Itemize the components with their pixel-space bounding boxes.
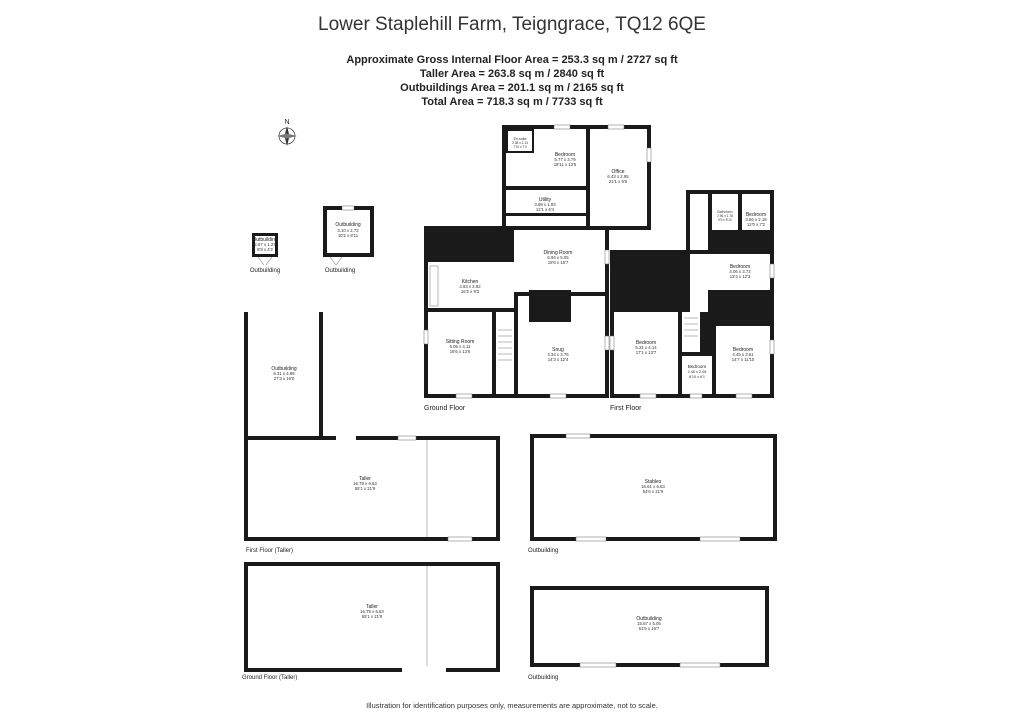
outbuilding-small-a-dim-m: 2.67 x 1.27: [254, 242, 276, 247]
taller-ff-dim-m: 16.79 x 6.63: [353, 481, 377, 486]
ensuite-name: En-suite: [514, 137, 527, 141]
ff-bed-c-dim-m: 5.21 x 4.14: [635, 345, 657, 350]
outbuilding-small-a-label: Outbuilding: [250, 268, 280, 274]
upper-bedroom-dim-m: 5.77 x 3.79: [554, 157, 576, 162]
outbuilding-bottom-dim-ft: 51'5 x 16'7: [639, 626, 660, 631]
taller-first-floor: Taller 16.79 x 6.63 55'1 x 21'9 First Fl…: [244, 434, 500, 554]
upper-block: En-suite 2.38 x 2.13 7'10 x 7'0 Bedroom …: [502, 124, 652, 190]
outbuilding-small-a-dim-ft: 8'9 x 4'2: [257, 247, 273, 252]
dining-dim-m: 5.94 x 5.05: [547, 255, 569, 260]
ff-bed-e-dim-m: 4.45 x 3.61: [732, 352, 754, 357]
outbuildings-area: Outbuildings Area = 201.1 sq m / 2165 sq…: [400, 82, 624, 94]
snug-dim-m: 4.34 x 3.76: [547, 352, 569, 357]
stables-dim-m: 16.61 x 6.63: [641, 484, 665, 489]
taller-gf-dim-ft: 55'1 x 21'9: [362, 614, 383, 619]
outbuilding-bottom-label: Outbuilding: [528, 675, 558, 681]
sitting-dim-ft: 16'6 x 13'6: [450, 349, 471, 354]
ff-bed-c-name: Bedroom: [636, 340, 656, 346]
taller-ground-floor: Taller 16.79 x 6.63 55'1 x 21'9 Ground F…: [242, 562, 500, 681]
upper-bedroom-dim-ft: 18'11 x 12'5: [554, 162, 577, 167]
ff-bathroom-dim-ft: 9'9 x 5'10: [718, 218, 732, 222]
sitting-dim-m: 5.05 x 4.11: [450, 344, 472, 349]
first-floor-label: First Floor: [610, 405, 642, 412]
ff-bathroom-dim-m: 2.96 x 1.78: [717, 214, 733, 218]
ff-bed-a-dim-ft: 12'0 x 7'2: [747, 222, 766, 227]
kitchen-name: Kitchen: [462, 279, 479, 285]
taller-gf-dim-m: 16.79 x 6.63: [360, 609, 384, 614]
ff-bed-e-dim-ft: 14'7 x 11'10: [732, 357, 755, 362]
stables-outbuilding: Stables 16.61 x 6.63 54'6 x 21'9 Outbuil…: [528, 433, 777, 554]
ff-bed-d-name: Bedroom: [688, 364, 707, 369]
ff-bed-b-name: Bedroom: [730, 264, 750, 270]
ff-bed-a-name: Bedroom: [746, 212, 766, 218]
ff-bed-d-dim-ft: 8'10 x 6'1: [689, 375, 705, 379]
ensuite-dim-ft: 7'10 x 7'0: [513, 145, 527, 149]
taller-gf-name: Taller: [366, 604, 378, 610]
kitchen-dim-ft: 16'2 x 9'3: [461, 289, 480, 294]
outbuilding-small-b-dim-m: 3.10 x 2.72: [337, 228, 359, 233]
stables-dim-ft: 54'6 x 21'9: [643, 489, 664, 494]
gross-internal-area: Approximate Gross Internal Floor Area = …: [346, 54, 678, 66]
ff-bed-b-dim-ft: 13'4 x 12'3: [730, 274, 751, 279]
total-area: Total Area = 718.3 sq m / 7733 sq ft: [421, 96, 603, 108]
kitchen-dim-m: 4.93 x 2.82: [459, 284, 481, 289]
utility-dim-ft: 12'1 x 6'4: [536, 207, 555, 212]
stables-name: Stables: [645, 479, 662, 485]
ff-bed-a-dim-m: 3.66 x 2.18: [745, 217, 767, 222]
upper-bedroom-name: Bedroom: [555, 152, 575, 158]
ff-bed-e-name: Bedroom: [733, 347, 753, 353]
page-title: Lower Staplehill Farm, Teigngrace, TQ12 …: [318, 14, 706, 35]
dining-dim-ft: 19'6 x 16'7: [548, 260, 569, 265]
ensuite-dim-m: 2.38 x 2.13: [512, 141, 528, 145]
ff-bed-d-dim-m: 2.46 x 2.08: [688, 370, 707, 374]
outbuilding-bottom-dim-m: 15.67 x 5.05: [637, 621, 661, 626]
outbuilding-bottom-name: Outbuilding: [636, 616, 662, 622]
disclaimer: Illustration for identification purposes…: [366, 701, 658, 710]
outbuilding-bottom: Outbuilding 15.67 x 5.05 51'5 x 16'7 Out…: [528, 586, 769, 681]
office-name: Office: [612, 169, 625, 175]
outbuilding-small-a: Outbuilding 2.67 x 1.27 8'9 x 4'2 Outbui…: [250, 233, 280, 274]
ground-floor-label: Ground Floor: [424, 405, 466, 412]
office-dim-ft: 21'1 x 9'8: [609, 179, 628, 184]
first-floor-plan: Bedroom 3.66 x 2.18 12'0 x 7'2 Bathroom …: [609, 190, 775, 412]
snug-dim-ft: 14'3 x 12'4: [548, 357, 569, 362]
outbuilding-small-b-dim-ft: 10'2 x 8'11: [338, 233, 359, 238]
ff-bed-b-dim-m: 4.06 x 3.73: [729, 269, 751, 274]
ff-bed-c-dim-ft: 17'1 x 13'7: [636, 350, 657, 355]
taller-area: Taller Area = 263.8 sq m / 2840 sq ft: [419, 68, 605, 80]
outbuilding-large: Outbuilding 8.31 x 4.88 27'3 x 16'0: [244, 312, 323, 438]
ff-bathroom-name: Bathroom: [717, 210, 732, 214]
taller-ff-name: Taller: [359, 476, 371, 482]
ground-floor-plan: Kitchen 4.93 x 2.82 16'2 x 9'3 Dining Ro…: [423, 169, 651, 412]
outbuilding-small-b-label: Outbuilding: [325, 268, 355, 274]
compass-north-label: N: [284, 119, 289, 126]
sitting-name: Sitting Room: [446, 339, 475, 345]
dining-name: Dining Room: [544, 250, 573, 256]
outbuilding-small-a-name: Outbuilding: [252, 237, 278, 243]
compass-icon: N: [277, 119, 297, 146]
stables-label: Outbuilding: [528, 548, 558, 554]
office-dim-m: 6.43 x 2.95: [607, 174, 629, 179]
outbuilding-large-dim-ft: 27'3 x 16'0: [274, 376, 295, 381]
outbuilding-small-b: Outbuilding 3.10 x 2.72 10'2 x 8'11 Outb…: [323, 205, 374, 274]
outbuilding-large-name: Outbuilding: [271, 366, 297, 372]
utility-dim-m: 3.69 x 1.93: [534, 202, 556, 207]
snug-name: Snug: [552, 347, 564, 353]
utility-name: Utility: [539, 197, 552, 203]
outbuilding-small-b-name: Outbuilding: [335, 222, 361, 228]
taller-ff-dim-ft: 55'1 x 21'9: [355, 486, 376, 491]
taller-ff-label: First Floor (Taller): [246, 548, 293, 554]
taller-gf-label: Ground Floor (Taller): [242, 675, 297, 681]
outbuilding-large-dim-m: 8.31 x 4.88: [273, 371, 295, 376]
